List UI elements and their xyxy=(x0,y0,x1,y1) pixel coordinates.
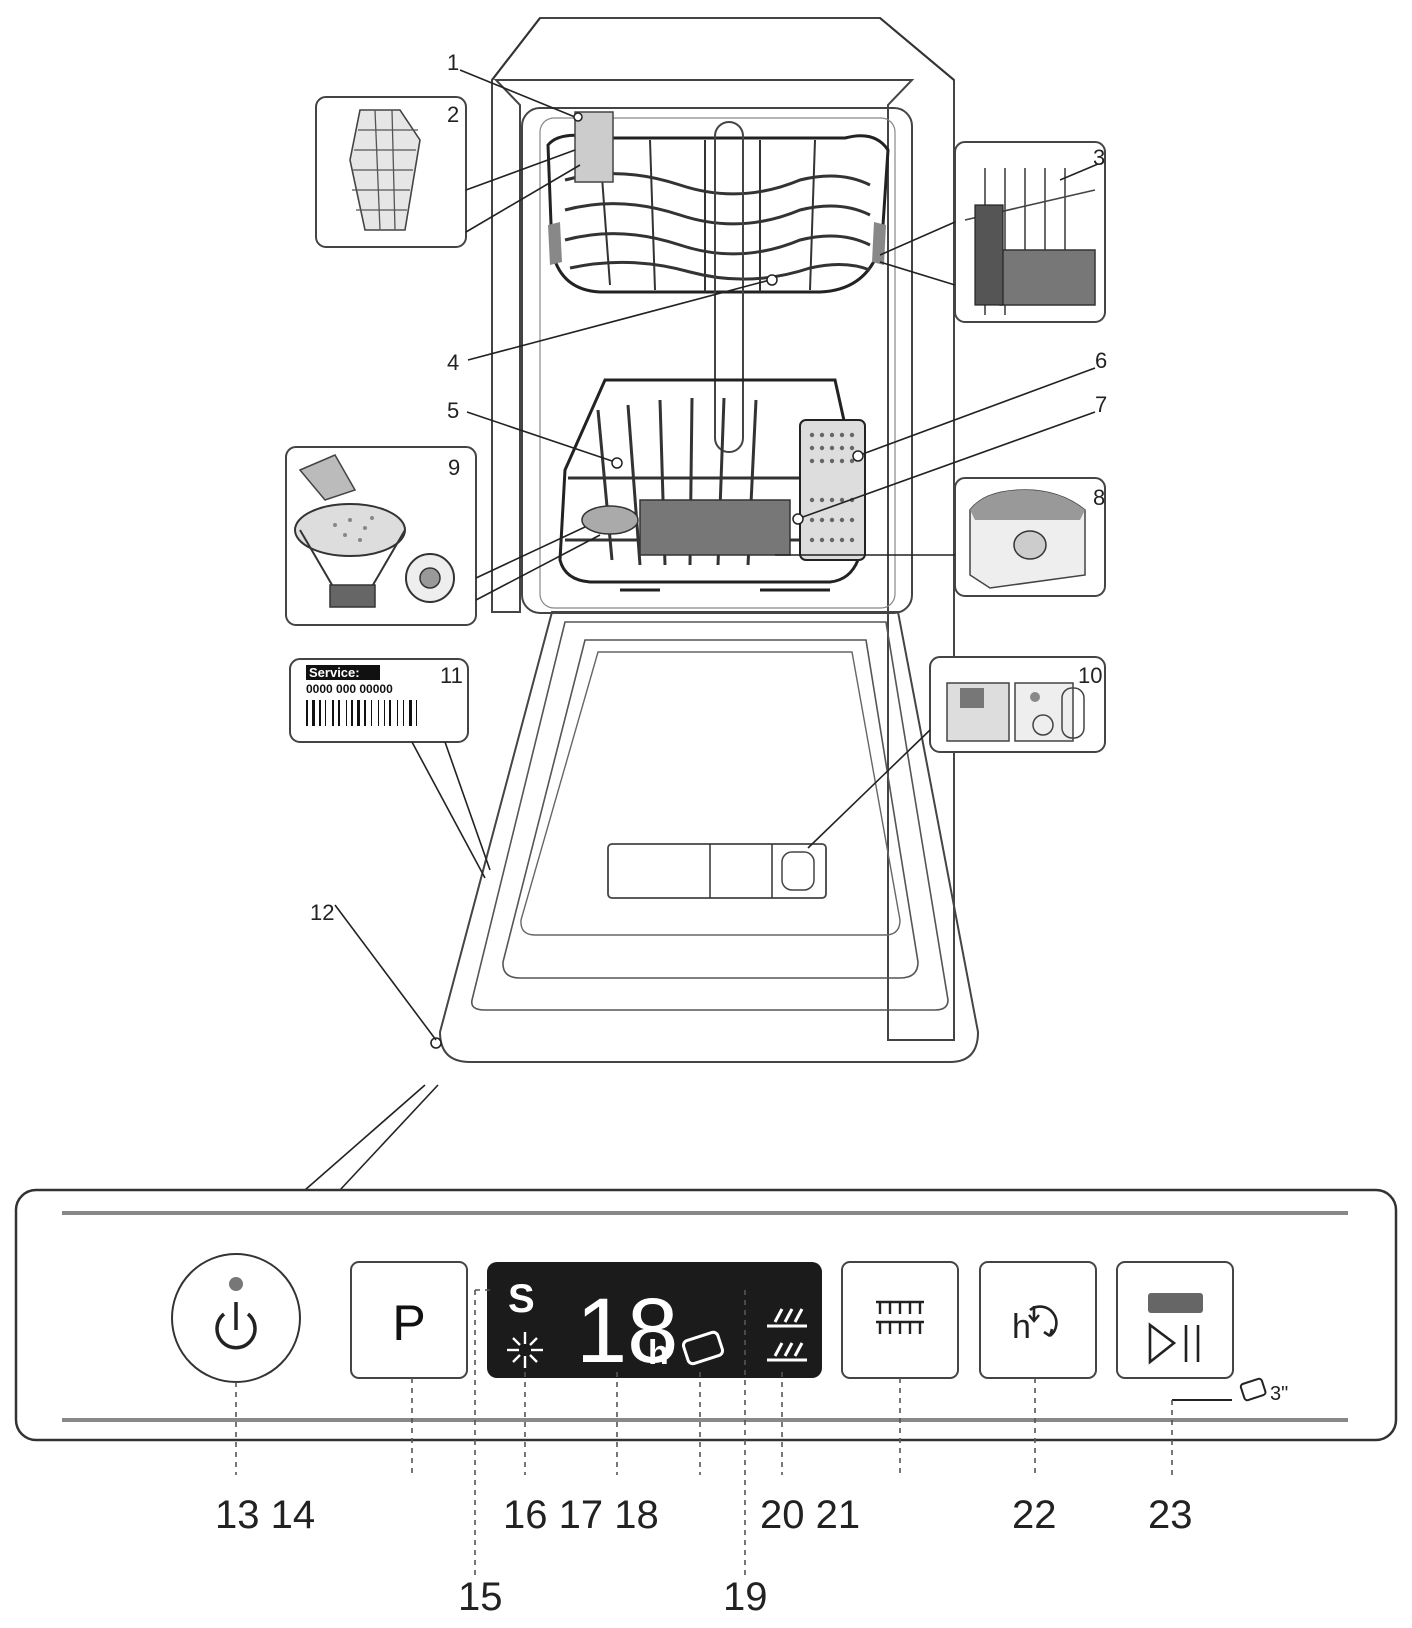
callout-15: 15 xyxy=(458,1575,503,1619)
upper-basket xyxy=(546,111,890,453)
callout-4: 4 xyxy=(447,350,459,375)
callout-19: 19 xyxy=(723,1575,768,1619)
service-label-title: Service: xyxy=(309,665,360,680)
half-load-button[interactable] xyxy=(841,1261,959,1379)
callout-6: 6 xyxy=(1095,348,1107,373)
svg-text:h: h xyxy=(1012,1308,1031,1346)
power-icon xyxy=(215,1302,257,1350)
callout-8: 8 xyxy=(1093,485,1105,510)
callout-23: 23 xyxy=(1148,1493,1193,1537)
callout-3: 3 xyxy=(1093,145,1105,170)
delay-timer-button[interactable]: h xyxy=(979,1261,1097,1379)
inset-filter xyxy=(285,446,601,626)
lower-basket xyxy=(558,378,866,592)
display-digits: 18 xyxy=(576,1280,678,1382)
display: S 18 h xyxy=(487,1262,822,1382)
callout-5: 5 xyxy=(447,398,459,423)
tablet-icon xyxy=(681,1330,725,1366)
program-button[interactable]: P xyxy=(350,1261,468,1379)
rinse-aid-indicator-icon xyxy=(507,1332,543,1368)
callout-7: 7 xyxy=(1095,392,1107,417)
upper-basket-icon xyxy=(767,1308,807,1328)
start-led xyxy=(1148,1293,1203,1313)
callout-leaders xyxy=(304,69,1099,1191)
inset-salt-reservoir xyxy=(775,477,1106,597)
callout-13-14: 13 14 xyxy=(215,1493,315,1537)
barcode xyxy=(306,700,417,726)
callout-22: 22 xyxy=(1012,1493,1057,1537)
lower-basket-icon xyxy=(767,1342,807,1362)
callout-numbers: 1 2 3 4 5 6 7 8 9 10 11 12 xyxy=(310,50,1107,925)
inset-service-label: Service: 0000 000 00000 xyxy=(289,658,491,879)
delay-timer-icon: h xyxy=(1012,1305,1058,1346)
display-hours-unit: h xyxy=(648,1334,669,1372)
inset-cup-rack xyxy=(315,96,581,248)
control-panel: P S 18 h xyxy=(14,1188,1398,1442)
dishwasher-door xyxy=(430,611,980,1063)
basket-icon xyxy=(876,1300,924,1334)
callout-20-21: 20 21 xyxy=(760,1493,860,1537)
callout-12: 12 xyxy=(310,900,334,925)
callout-9: 9 xyxy=(448,455,460,480)
hold-note: 3" xyxy=(1172,1377,1288,1405)
callout-10: 10 xyxy=(1078,663,1102,688)
callout-2: 2 xyxy=(447,102,459,127)
power-led xyxy=(229,1277,243,1291)
program-button-label: P xyxy=(392,1295,425,1351)
callout-11: 11 xyxy=(440,663,463,688)
panel-callout-numbers: 13 14 15 16 17 18 19 20 21 22 23 xyxy=(215,1493,1193,1619)
salt-indicator-icon: S xyxy=(508,1277,535,1321)
hold-note-text: 3" xyxy=(1270,1383,1288,1405)
inset-basket-adjuster xyxy=(879,141,1106,323)
callout-16-17-18: 16 17 18 xyxy=(503,1493,659,1537)
panel-leaders xyxy=(235,1289,1173,1575)
start-pause-button[interactable] xyxy=(1116,1261,1234,1379)
start-pause-icon xyxy=(1148,1322,1200,1365)
inset-detergent-dispenser xyxy=(807,656,1106,849)
power-button[interactable] xyxy=(171,1253,301,1383)
callout-1: 1 xyxy=(447,50,459,75)
service-label-number: 0000 000 00000 xyxy=(306,682,393,696)
